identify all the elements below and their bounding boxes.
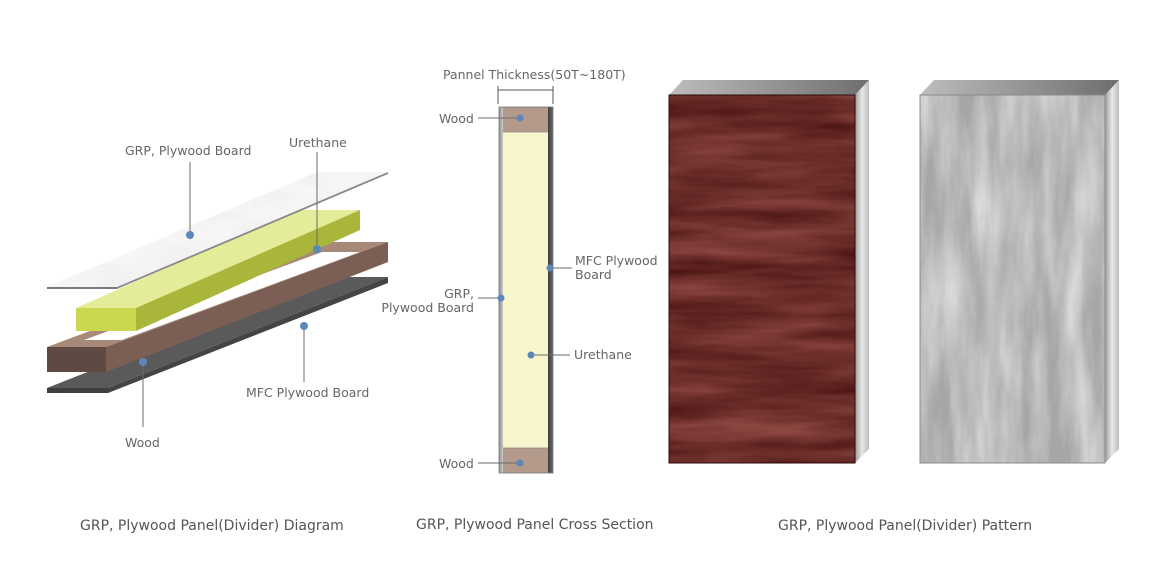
marker-dot — [313, 245, 321, 253]
thickness-dimension-line — [497, 86, 554, 104]
label-cross-wood-bottom: Wood — [439, 456, 474, 471]
label-wood: Wood — [125, 435, 160, 450]
caption-pattern: GRP, Plywood Panel(Divider) Pattern — [778, 518, 1032, 534]
label-cross-mfc-line1: MFC Plywood — [575, 253, 658, 268]
label-cross-urethane: Urethane — [574, 347, 632, 362]
cross-wood-bottom — [503, 448, 548, 473]
grp-plywood-board-layer — [47, 172, 388, 289]
marker-dot — [516, 459, 524, 467]
caption-diagram: GRP, Plywood Panel(Divider) Diagram — [80, 518, 344, 534]
label-panel-thickness: Pannel Thickness(50T~180T) — [443, 67, 626, 82]
cross-urethane-core — [503, 132, 548, 448]
panel-patterns: GRP, Plywood Panel(Divider) Pattern — [668, 80, 1119, 534]
cross-wood-top — [503, 107, 548, 132]
label-grp-plywood-board: GRP, Plywood Board — [125, 143, 251, 158]
label-urethane: Urethane — [289, 135, 347, 150]
urethane-layer — [76, 210, 360, 331]
label-mfc-plywood-board: MFC Plywood Board — [246, 385, 369, 400]
cross-grp-skin — [499, 107, 503, 473]
cross-mfc-skin — [548, 107, 553, 473]
cross-section: Pannel Thickness(50T~180T) — [381, 67, 657, 533]
label-cross-mfc-line2: Board — [575, 267, 612, 282]
marker-dot — [186, 231, 194, 239]
marker-dot — [497, 294, 505, 302]
exploded-diagram: GRP, Plywood Board Urethane MFC Plywood … — [47, 135, 388, 534]
grey-pattern-panel — [919, 80, 1119, 464]
marker-dot — [516, 114, 524, 122]
marker-dot — [300, 322, 308, 330]
marker-dot — [527, 351, 535, 359]
label-cross-grp-line1: GRP, — [444, 286, 474, 301]
label-cross-grp-line2: Plywood Board — [381, 300, 474, 315]
caption-cross-section: GRP, Plywood Panel Cross Section — [416, 517, 654, 533]
marker-dot — [139, 358, 147, 366]
label-cross-wood-top: Wood — [439, 111, 474, 126]
mahogany-pattern-panel — [668, 80, 869, 464]
marker-dot — [546, 264, 554, 272]
